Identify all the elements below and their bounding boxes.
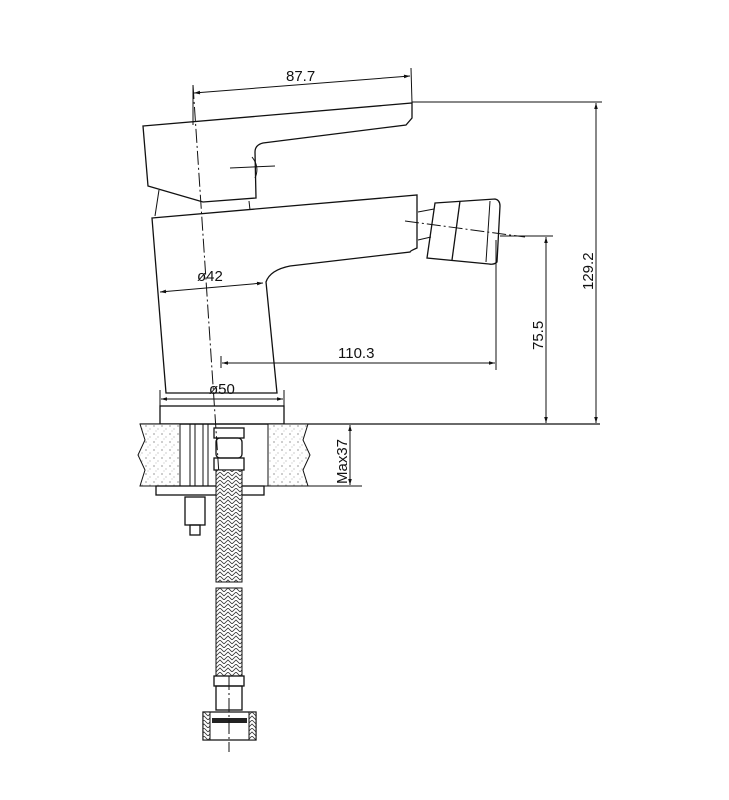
label-110-3: 110.3 <box>338 345 374 362</box>
dim-deck-thickness: Max37 <box>334 425 352 485</box>
mounting-stud <box>184 496 206 536</box>
base-plate <box>159 405 285 425</box>
label-87-7: 87.7 <box>286 68 315 85</box>
dim-spout-reach: 110.3 <box>220 240 497 370</box>
body-centerline <box>192 84 223 521</box>
dim-body-diameter: ø42 <box>159 268 264 294</box>
nozzle-centerline <box>404 220 526 238</box>
deck-section-right <box>267 423 311 487</box>
dim-total-height: 129.2 <box>412 101 602 423</box>
bidet-nozzle <box>417 198 501 265</box>
mounting-plate <box>155 485 265 496</box>
dim-base-diameter: ø50 <box>159 381 285 418</box>
label-max37: Max37 <box>334 439 351 484</box>
deck-section-left <box>137 423 181 487</box>
braided-hose-upper <box>215 469 243 583</box>
faucet-body <box>151 194 418 394</box>
dim-spout-height: 75.5 <box>500 235 553 423</box>
braided-hose-lower <box>215 587 243 677</box>
label-d42: ø42 <box>197 268 223 285</box>
dim-handle-length: 87.7 <box>192 67 413 125</box>
label-75-5: 75.5 <box>530 321 547 350</box>
label-129-2: 129.2 <box>580 252 597 290</box>
lever-handle <box>142 102 413 217</box>
label-d50: ø50 <box>209 381 235 398</box>
